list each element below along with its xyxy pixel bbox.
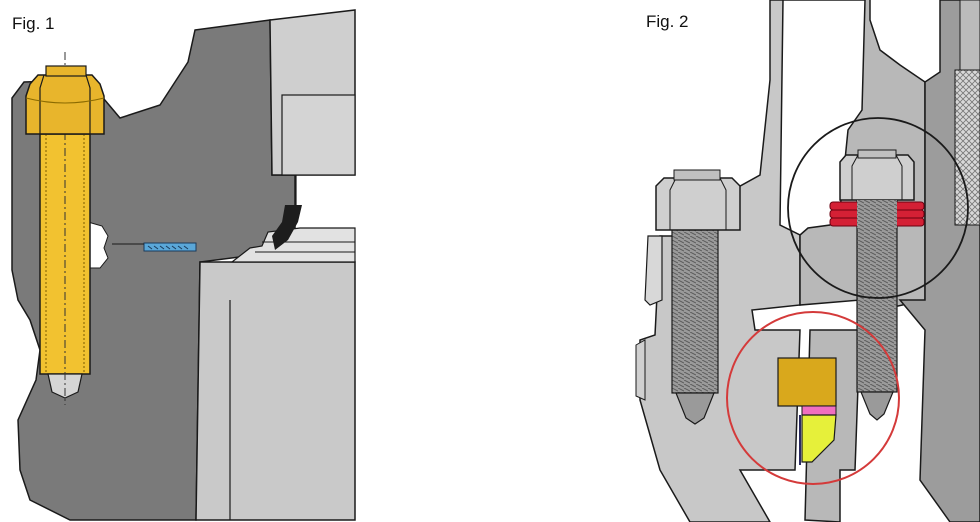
fig1-stud-tip xyxy=(47,373,83,399)
fig2-red-highlight-circle xyxy=(726,311,900,485)
fig2-packing-yellow xyxy=(801,414,837,463)
fig2-left-tab xyxy=(635,339,646,401)
fig1-blue-seal xyxy=(143,242,197,252)
figure-2 xyxy=(635,0,980,522)
fig2-black-highlight-circle xyxy=(787,117,969,299)
fig1-hex-nut xyxy=(25,74,105,135)
fig1-seal-ring xyxy=(272,205,302,250)
fig2-disc-springs xyxy=(829,200,925,228)
fig2-left-stud xyxy=(671,227,719,394)
fig2-housing-left xyxy=(639,0,801,522)
figure-1 xyxy=(11,9,356,521)
fig2-left-nut xyxy=(655,177,741,231)
fig1-nut-top xyxy=(45,65,87,77)
fig2-left-stud-tip xyxy=(675,392,715,425)
fig2-shaft-top xyxy=(959,0,980,71)
fig1-stud-bolt xyxy=(39,133,91,375)
fig2-packing-pink xyxy=(801,405,837,416)
figure-1-label: Fig. 1 xyxy=(12,14,55,33)
fig1-inner-step xyxy=(281,94,356,176)
fig2-left-lip xyxy=(644,235,663,306)
fig2-right-stud-tip xyxy=(860,391,894,421)
fig2-packing-gold xyxy=(777,357,837,407)
fig2-right-nut xyxy=(839,154,915,201)
fig1-lower-block xyxy=(195,261,356,521)
figure-2-label: Fig. 2 xyxy=(646,12,689,31)
